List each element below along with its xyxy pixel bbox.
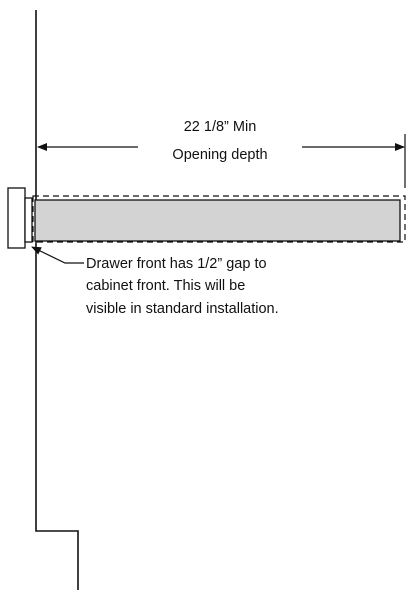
cabinet-front-wall (35, 10, 79, 590)
dimension-label-line2: Opening depth (172, 147, 267, 163)
opening-outline (32, 195, 406, 243)
callout-text-line3: visible in standard installation. (86, 301, 279, 317)
dimension-label-line1: 22 1/8” Min (184, 119, 257, 135)
drawer-front-panel (7, 187, 26, 249)
callout-text-line2: cabinet front. This will be (86, 278, 245, 294)
callout-leader-line (31, 246, 84, 264)
drawer-front-connector (24, 197, 33, 243)
drawer-box (34, 199, 401, 242)
callout-text-line1: Drawer front has 1/2” gap to (86, 256, 267, 272)
